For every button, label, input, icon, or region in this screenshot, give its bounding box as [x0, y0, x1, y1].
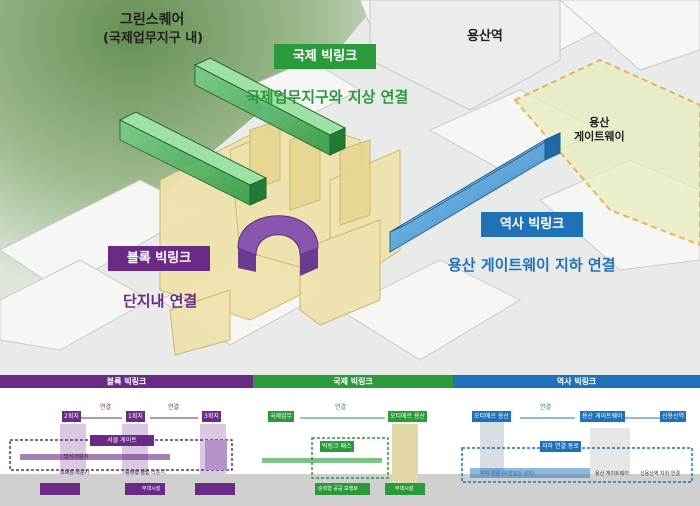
station-route: 지하 연결 (우방빌딩 설치): [480, 470, 535, 477]
station-node-1: 오티에르 용산: [472, 411, 511, 422]
yongsan-station-label: 용산역: [467, 25, 503, 44]
section-diagrams: 블록 빅링크 국제 빅링크 역사 빅링크: [0, 375, 700, 506]
station-sub-2: 신용산역 지하 연결: [640, 470, 680, 477]
intl-section-title: 국제 빅링크: [253, 375, 453, 388]
station-connect: 연결: [540, 402, 551, 411]
station-link-desc: 용산 게이트웨이 지하 연결: [448, 254, 615, 275]
block-connect-2: 연결: [168, 402, 179, 411]
intl-link-badge: 국제 빅링크: [274, 44, 376, 69]
circle-gate-label: 서클 게이트: [90, 435, 154, 446]
block-section-title: 블록 빅링크: [0, 375, 253, 388]
intl-link-desc: 국제업무지구와 지상 연결: [246, 86, 408, 107]
station-sub-1: 용산 게이트웨이: [595, 470, 629, 477]
block-base: 부대시설: [142, 485, 160, 492]
intl-connect: 연결: [335, 402, 346, 411]
station-node-2: 용산 게이트웨이: [580, 411, 625, 422]
intl-base: 부대시설: [395, 485, 413, 492]
intl-path-label: 빅링크 패스: [320, 441, 354, 452]
block-zone-2: 2획지: [62, 411, 81, 422]
gateway-label: 용산 게이트웨이: [574, 116, 625, 144]
station-section-title: 역사 빅링크: [453, 375, 700, 388]
intl-right-node: 오티에르 용산: [388, 411, 427, 422]
block-inner-1: 탑식 라운지: [64, 453, 89, 460]
block-zone-1: 1획지: [126, 411, 145, 422]
intl-left-node: 국제업무: [268, 411, 294, 422]
block-zone-3: 3획지: [202, 411, 221, 422]
block-inner-2: 소매점 라운지: [60, 469, 89, 476]
intl-below-label: 순회형 공공 보행로: [318, 485, 358, 492]
greens-square-label: 그린스퀘어: [120, 9, 184, 29]
block-inner-3: 중정형 클럽 라운지: [125, 469, 165, 476]
station-node-3: 신용산역: [660, 411, 686, 422]
greens-square-sub-label: (국제업무지구 내): [103, 27, 203, 46]
block-link-badge: 블록 빅링크: [108, 246, 210, 271]
block-connect-1: 연결: [100, 402, 111, 411]
station-link-badge: 역사 빅링크: [481, 212, 583, 237]
block-link-desc: 단지내 연결: [123, 290, 197, 311]
station-path-label: 지하 연결 동로: [540, 441, 581, 452]
